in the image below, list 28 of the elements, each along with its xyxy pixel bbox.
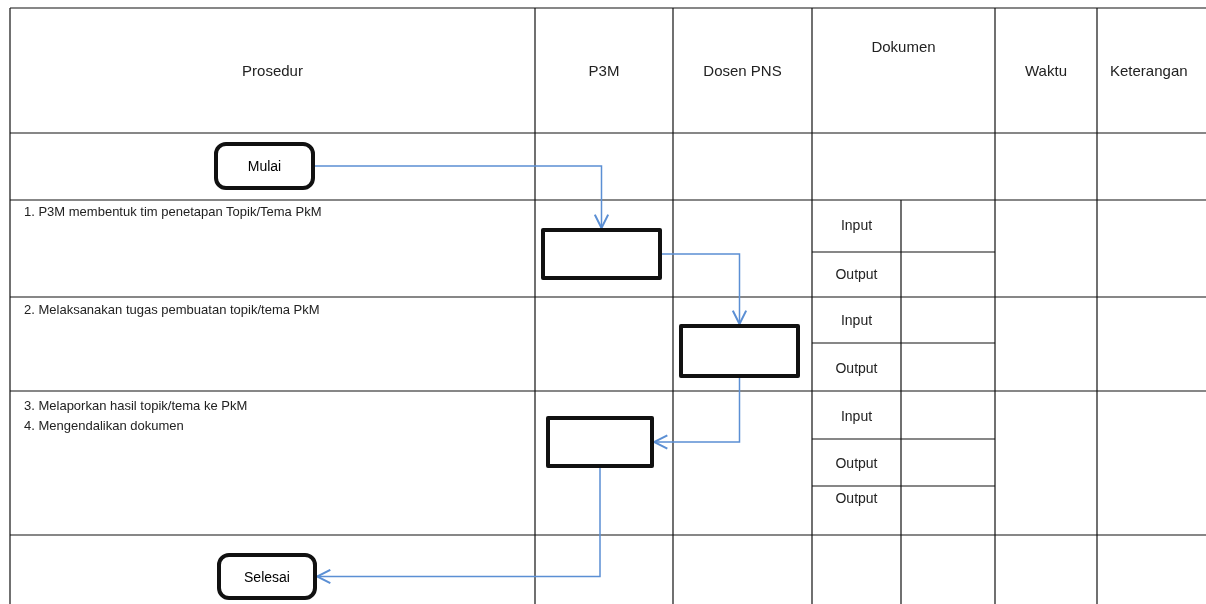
- column-header: Waktu: [1024, 62, 1068, 79]
- column-header: Prosedur: [241, 62, 304, 79]
- document-label: Output: [834, 360, 879, 376]
- arrow: [316, 467, 601, 585]
- column-header: Dosen PNS: [702, 62, 783, 79]
- procedure-step: 1. P3M membentuk tim penetapan Topik/Tema PkM: [24, 204, 322, 219]
- terminator-box: [214, 142, 315, 190]
- document-label: Input: [839, 217, 874, 233]
- procedure-step: 2. Melaksanakan tugas pembuatan topik/tema PkM: [24, 302, 320, 317]
- process-box: [546, 416, 654, 468]
- column-header: Dokumen: [870, 38, 937, 55]
- column-header: Keterangan: [1110, 62, 1188, 79]
- terminator-label: Mulai: [247, 158, 282, 174]
- arrow: [314, 165, 610, 229]
- arrow: [653, 377, 741, 450]
- arrow: [661, 253, 748, 325]
- document-label: Output: [834, 266, 879, 282]
- process-box: [541, 228, 662, 280]
- document-label: Input: [839, 408, 874, 424]
- terminator-box: [217, 553, 317, 600]
- document-label: Output: [834, 455, 879, 471]
- procedure-step: 3. Melaporkan hasil topik/tema ke PkM: [24, 398, 248, 413]
- document-label: Output: [834, 490, 879, 506]
- column-header: P3M: [587, 62, 621, 79]
- process-box: [679, 324, 800, 378]
- terminator-label: Selesai: [244, 568, 290, 585]
- document-label: Input: [839, 312, 874, 328]
- procedure-step: 4. Mengendalikan dokumen: [24, 418, 184, 433]
